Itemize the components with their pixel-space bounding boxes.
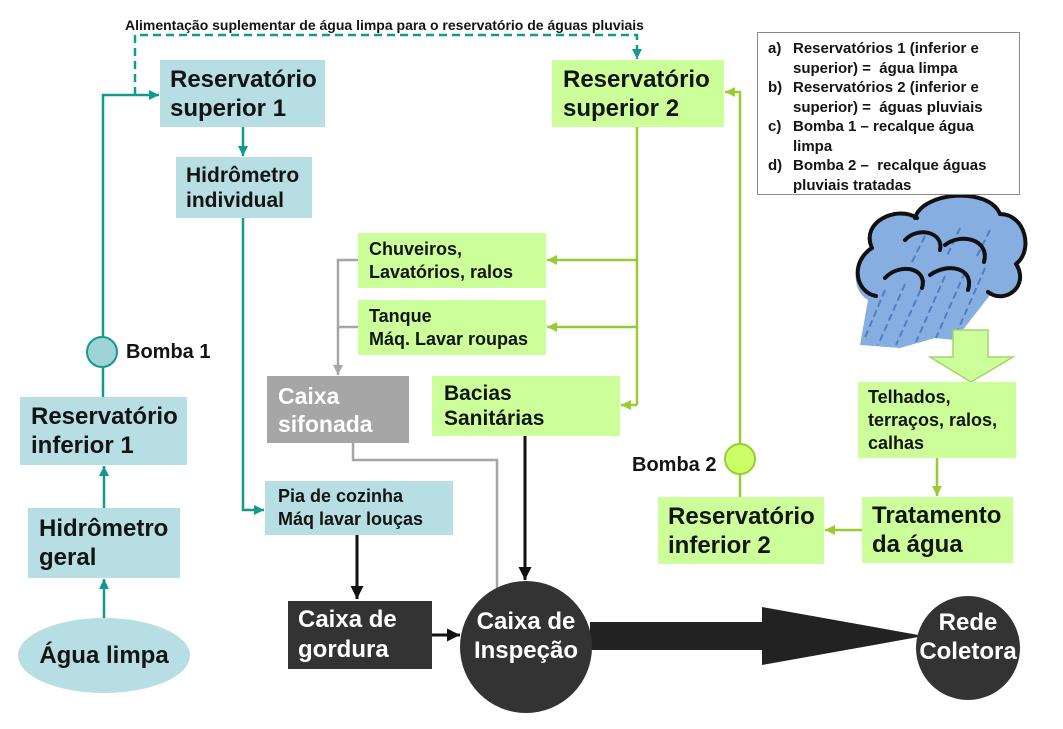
pump-1-label: Bomba 1 — [126, 341, 211, 363]
upper-reservoir-2: Reservatório superior 2 — [552, 60, 724, 127]
legend-line: Bomba 2 – recalque águas — [793, 157, 987, 174]
supplementary-supply-label: Alimentação suplementar de água limpa pa… — [125, 17, 644, 33]
legend-text: Bomba 2 – recalque águas pluviais tratad… — [793, 156, 986, 195]
connector-supplementary-supply-dashed — [133, 33, 642, 95]
laundry-line: Máq. Lavar roupas — [369, 328, 529, 349]
lower-reservoir-1: Reservatório inferior 1 — [20, 397, 187, 465]
upper-reservoir-2-line: Reservatório — [563, 65, 710, 93]
lower-reservoir-1-line: Reservatório — [31, 403, 178, 430]
catchment-line: calhas — [868, 432, 925, 453]
connector-pump-1-to-upper-tank-1 — [101, 90, 159, 336]
legend-line: Reservatórios 1 (inferior e — [793, 40, 979, 57]
water-treatment-line: Tratamento — [872, 502, 1002, 529]
catchment-line: terraços, ralos, — [868, 409, 998, 430]
clean-water-source-label: Água limpa — [39, 642, 169, 669]
laundry-tank: Tanque Máq. Lavar roupas — [358, 300, 546, 355]
inspection-box-line: Inspeção — [473, 637, 579, 664]
kitchen-line: Pia de cozinha — [278, 486, 404, 506]
legend-letter: d) — [768, 157, 783, 174]
showers-basins: Chuveiros, Lavatórios, ralos — [358, 233, 546, 288]
inspection-box-line: Caixa de — [476, 608, 576, 635]
legend-text: Reservatórios 2 (inferior e superior) = … — [793, 78, 983, 117]
floor-drain-line: Caixa — [278, 382, 340, 409]
legend-item-d: d) Bomba 2 – recalque águas pluviais tra… — [758, 156, 1019, 195]
grease-trap: Caixa de gordura — [288, 601, 432, 669]
legend-line: limpa — [793, 137, 833, 155]
upper-reservoir-1-line: Reservatório — [170, 65, 317, 93]
pump-2-symbol — [724, 443, 756, 475]
pump-1-symbol — [86, 336, 118, 368]
sewer-network: Rede Coletora — [916, 596, 1020, 700]
individual-water-meter-line: individual — [186, 188, 285, 212]
legend-letter: c) — [768, 118, 782, 135]
legend-text: Reservatórios 1 (inferior e superior) = … — [793, 39, 979, 78]
pump-2-label: Bomba 2 — [632, 454, 717, 476]
grease-trap-line: gordura — [298, 636, 389, 663]
toilets-line: Bacias — [444, 382, 512, 405]
kitchen-line: Máq lavar louças — [278, 509, 424, 529]
showers-line: Chuveiros, — [369, 238, 463, 259]
clean-water-source: Água limpa — [18, 618, 190, 693]
floor-drain-line: sifonada — [278, 410, 373, 437]
main-water-meter: Hidrômetro geral — [28, 508, 180, 578]
legend-item-b: b) Reservatórios 2 (inferior e superior)… — [758, 78, 1019, 117]
grease-trap-line: Caixa de — [298, 606, 397, 633]
connector-pump-2-to-upper-tank-2 — [725, 87, 742, 443]
water-treatment-line: da água — [872, 531, 963, 558]
down-arrow-icon — [927, 329, 1016, 383]
inspection-box: Caixa de Inspeção — [460, 581, 592, 713]
floor-drain-box: Caixa sifonada — [267, 376, 409, 443]
legend-box: a) Reservatórios 1 (inferior e superior)… — [757, 32, 1020, 195]
legend-letter: a) — [768, 40, 782, 57]
lower-reservoir-1-line: inferior 1 — [31, 432, 134, 459]
legend-item-c: c) Bomba 1 – recalque água limpa — [758, 117, 1019, 156]
legend-line: superior) = água limpa — [793, 59, 958, 77]
upper-reservoir-1: Reservatório superior 1 — [160, 60, 325, 127]
kitchen-sink-dishwasher: Pia de cozinha Máq lavar louças — [265, 481, 453, 535]
lower-reservoir-2-line: inferior 2 — [668, 531, 771, 559]
rain-cloud-icon — [855, 193, 1028, 348]
lower-reservoir-2-line: Reservatório — [668, 502, 815, 530]
legend-line: superior) = águas pluviais — [793, 98, 983, 116]
upper-reservoir-1-line: superior 1 — [170, 94, 287, 122]
upper-reservoir-2-line: superior 2 — [563, 94, 680, 122]
legend-line: Bomba 1 – recalque água — [793, 118, 974, 135]
toilets-line: Sanitárias — [444, 407, 545, 430]
main-water-meter-line: geral — [39, 544, 97, 571]
legend-letter: b) — [768, 79, 783, 96]
toilets: Bacias Sanitárias — [432, 376, 620, 436]
lower-reservoir-2: Reservatório inferior 2 — [658, 497, 824, 564]
individual-water-meter-line: Hidrômetro — [186, 163, 300, 187]
sewer-network-line: Rede — [938, 609, 998, 636]
big-flow-arrow-icon — [590, 607, 924, 665]
main-water-meter-line: Hidrômetro — [39, 515, 169, 542]
laundry-line: Tanque — [369, 305, 432, 326]
individual-water-meter: Hidrômetro individual — [176, 157, 312, 218]
connector-individual-meter-to-kitchen — [241, 218, 264, 515]
legend-line: Reservatórios 2 (inferior e — [793, 79, 979, 96]
connector-floor-drain-to-inspection — [351, 443, 499, 588]
connector-showers-to-floor-drain — [333, 258, 358, 375]
water-treatment: Tratamento da água — [862, 497, 1013, 563]
legend-line: pluviais tratadas — [793, 176, 912, 194]
sewer-network-line: Coletora — [919, 638, 1017, 665]
legend-text: Bomba 1 – recalque água limpa — [793, 117, 974, 156]
catchment-line: Telhados, — [868, 386, 951, 407]
showers-line: Lavatórios, ralos — [369, 261, 514, 282]
rain-catchment-surfaces: Telhados, terraços, ralos, calhas — [858, 382, 1016, 458]
legend-item-a: a) Reservatórios 1 (inferior e superior)… — [758, 39, 1019, 78]
